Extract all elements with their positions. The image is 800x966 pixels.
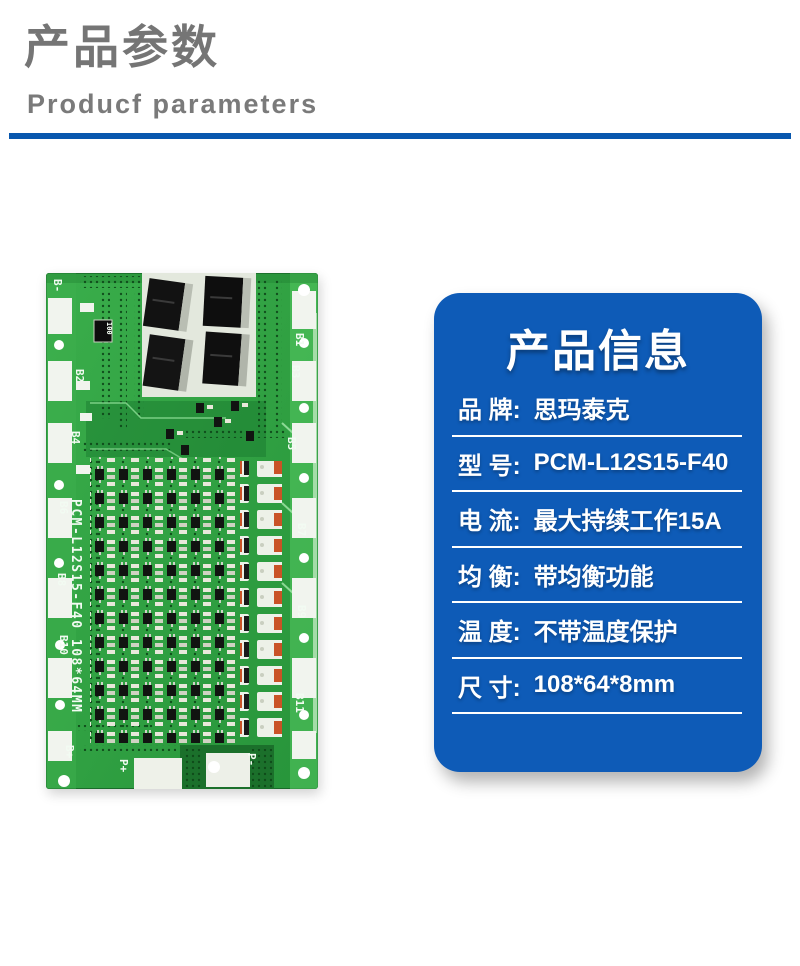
spec-label: 品 牌:	[458, 397, 521, 425]
spec-value: 不带温度保护	[533, 619, 678, 647]
spec-label: 型 号:	[458, 452, 521, 480]
spec-label: 均 衡:	[458, 563, 521, 591]
pcb-right-pads	[292, 291, 316, 759]
svg-text:100: 100	[105, 322, 113, 335]
spec-row-balance: 均 衡: 带均衡功能	[452, 548, 742, 603]
svg-text:B3: B3	[289, 365, 302, 378]
chip-resistor: 100	[93, 319, 113, 343]
svg-text:B7: B7	[295, 523, 308, 536]
svg-text:P-: P-	[245, 753, 258, 766]
card-title: 产品信息	[506, 327, 690, 376]
spec-value: PCM-L12S15-F40	[533, 449, 729, 477]
svg-text:B11: B11	[293, 693, 306, 713]
component-field	[90, 457, 238, 743]
svg-text:B8: B8	[55, 573, 68, 586]
svg-text:P+: P+	[117, 759, 130, 773]
section-title-chinese: 产品参数	[24, 21, 220, 73]
svg-text:B5: B5	[285, 437, 298, 450]
svg-text:B4: B4	[69, 431, 82, 445]
spec-row-size: 尺 寸: 108*64*8mm	[452, 659, 742, 714]
section-title-english: Producf parameters	[27, 89, 319, 119]
svg-text:B-: B-	[51, 279, 64, 292]
spec-rows: 品 牌: 思玛泰克 型 号: PCM-L12S15-F40 电 流: 最大持续工…	[452, 381, 742, 714]
spec-value: 最大持续工作15A	[533, 508, 722, 536]
pcb-silkscreen-text: PCM-L12S15-F40 108*64MM	[68, 499, 83, 714]
divider-line	[9, 133, 791, 139]
mosfet-chips	[142, 273, 256, 397]
svg-text:B10: B10	[57, 635, 70, 655]
pcb-labels: B- B2 B4 B6 B8 B10 B+ B1 B3 B5 B7 B9 B11…	[51, 279, 308, 773]
spec-value: 带均衡功能	[533, 563, 654, 591]
spec-row-temperature: 温 度: 不带温度保护	[452, 603, 742, 659]
svg-text:B6: B6	[57, 501, 70, 515]
pcb-product-image: 100 PCM-L12S15-F40 108*64MM B-	[46, 273, 318, 789]
spec-label: 温 度:	[458, 619, 521, 647]
spec-value: 思玛泰克	[533, 397, 630, 425]
spec-row-brand: 品 牌: 思玛泰克	[452, 381, 742, 437]
spec-row-model: 型 号: PCM-L12S15-F40	[452, 437, 742, 492]
svg-text:B+: B+	[63, 745, 76, 759]
product-info-card: 产品信息 品 牌: 思玛泰克 型 号: PCM-L12S15-F40 电 流: …	[434, 293, 762, 772]
spec-label: 电 流:	[458, 508, 521, 536]
pcb-left-pads	[48, 298, 94, 761]
svg-text:B2: B2	[73, 369, 86, 382]
power-pads	[134, 745, 274, 789]
spec-value: 108*64*8mm	[533, 671, 676, 699]
svg-text:B1: B1	[293, 333, 306, 347]
spec-row-current: 电 流: 最大持续工作15A	[452, 492, 742, 548]
spec-label: 尺 寸:	[458, 674, 521, 702]
svg-text:B9: B9	[295, 605, 308, 618]
balance-led-modules	[240, 461, 282, 743]
